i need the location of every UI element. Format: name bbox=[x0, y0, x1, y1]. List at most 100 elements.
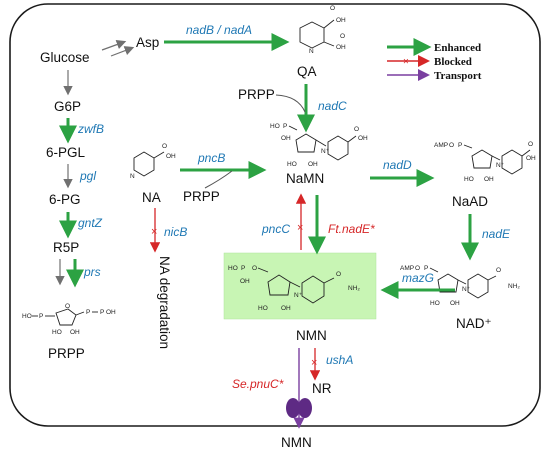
na-o: O bbox=[162, 143, 167, 150]
nad-oh: OH bbox=[450, 300, 460, 307]
bond bbox=[463, 144, 473, 149]
bond bbox=[257, 267, 269, 273]
transporter-right-lobe bbox=[298, 398, 312, 418]
6pg-label: 6-PG bbox=[49, 192, 81, 207]
enzyme-nade: nadE bbox=[482, 227, 511, 241]
arrow-glucose-asp-2 bbox=[110, 46, 135, 57]
enzyme-zwfb: zwfB bbox=[77, 122, 104, 136]
nmn-p-oh: OH bbox=[240, 278, 250, 285]
bond bbox=[491, 155, 501, 161]
arrow-glucose-asp-1 bbox=[101, 39, 127, 51]
prpp-mid-label: PRPP bbox=[183, 189, 220, 204]
bond bbox=[289, 281, 301, 288]
nad-co: O bbox=[496, 267, 501, 274]
namn-n-plus: N⁺ bbox=[321, 148, 330, 155]
naad-o: O bbox=[449, 142, 454, 149]
naad-ho: HO bbox=[464, 176, 474, 183]
nmn-oh2: OH bbox=[281, 305, 291, 312]
namn-pyridine-ring bbox=[327, 135, 349, 161]
prpp-ho-2: HO bbox=[52, 329, 62, 336]
prpp-oh-2: OH bbox=[70, 329, 80, 336]
prpp-p3: P bbox=[100, 309, 104, 316]
legend-blocked-label: Blocked bbox=[434, 56, 472, 68]
qa-o2: O bbox=[340, 33, 345, 40]
na-degradation-label: NA degradation bbox=[157, 256, 172, 349]
bond bbox=[153, 151, 165, 159]
nmn-n-plus: N⁺ bbox=[294, 292, 303, 299]
r5p-label: R5P bbox=[53, 240, 79, 255]
nad-n-plus: N⁺ bbox=[462, 286, 471, 293]
na-structure: N OH O bbox=[130, 143, 176, 180]
nad-pyridine-ring bbox=[467, 273, 489, 299]
bond bbox=[521, 149, 531, 157]
nad-amp: AMP bbox=[400, 265, 414, 272]
nmn-label: NMN bbox=[296, 328, 327, 343]
enzyme-prs: prs bbox=[83, 265, 101, 279]
naad-ribose-ring bbox=[471, 149, 493, 169]
namn-structure: HO P OH HO OH N⁺ OH O bbox=[270, 123, 368, 168]
namn-p-oh: OH bbox=[281, 135, 291, 142]
nad-p: P bbox=[424, 265, 428, 272]
prpp-ring-o: O bbox=[65, 303, 70, 310]
qa-label: QA bbox=[297, 64, 317, 79]
prpp-p1: P bbox=[39, 313, 43, 320]
bond bbox=[323, 41, 335, 47]
enzyme-nadb-nada: nadB / nadA bbox=[186, 23, 252, 37]
nmn-out-label: NMN bbox=[281, 435, 312, 450]
qa-oh1: OH bbox=[336, 17, 346, 24]
bond bbox=[75, 311, 85, 316]
blocked-cross-nicb: × bbox=[151, 226, 157, 238]
nmn-structure: HO P OH O HO OH N⁺ O NH₂ bbox=[228, 265, 360, 312]
nmn-p: P bbox=[241, 265, 245, 272]
bond bbox=[323, 277, 335, 284]
bond bbox=[487, 275, 497, 281]
namn-label: NaMN bbox=[286, 171, 324, 186]
bond bbox=[429, 267, 439, 273]
bond bbox=[457, 279, 467, 285]
namn-ribose-ring bbox=[295, 133, 317, 153]
nmn-po: O bbox=[252, 265, 257, 272]
glucose-label: Glucose bbox=[40, 50, 90, 65]
nad-structure: AMP O P HO OH N⁺ NH₂ O bbox=[400, 265, 520, 307]
prpp-structure: HO P O P P OH HO OH bbox=[22, 303, 116, 336]
naad-amp: AMP bbox=[434, 142, 448, 149]
prpp-oh: OH bbox=[106, 309, 116, 316]
blocked-cross-usha: × bbox=[311, 357, 317, 369]
enzyme-se-pnuc: Se.pnuC* bbox=[232, 377, 284, 391]
bond bbox=[288, 125, 298, 131]
naad-pyridine-ring bbox=[501, 149, 523, 175]
na-oh: OH bbox=[166, 153, 176, 160]
naad-n-plus: N⁺ bbox=[496, 162, 505, 169]
namn-co: O bbox=[354, 126, 359, 133]
nmn-nh2: NH₂ bbox=[348, 285, 360, 292]
nad-ho: HO bbox=[430, 300, 440, 307]
naad-structure: AMP O P HO OH N⁺ OH O bbox=[434, 141, 536, 183]
naad-oh: OH bbox=[484, 176, 494, 183]
bond bbox=[315, 139, 327, 147]
prpp-mid-curve bbox=[204, 170, 233, 189]
enzyme-gntz: gntZ bbox=[78, 216, 103, 230]
nmn-co: O bbox=[336, 271, 341, 278]
enzyme-pncc: pncC bbox=[261, 222, 290, 236]
nmn-highlight-box bbox=[223, 252, 377, 320]
enzyme-nadd: nadD bbox=[383, 158, 412, 172]
prpp-top-curve bbox=[275, 94, 306, 113]
na-ring-n: N bbox=[130, 173, 135, 180]
legend-transport-label: Transport bbox=[434, 70, 482, 82]
nmn-ho2: HO bbox=[258, 305, 268, 312]
qa-ring bbox=[299, 21, 325, 49]
nr-label: NR bbox=[312, 381, 332, 396]
na-label: NA bbox=[142, 190, 161, 205]
g6p-label: G6P bbox=[54, 99, 81, 114]
transporter-left-lobe bbox=[286, 398, 300, 418]
nmn-ribose-ring bbox=[267, 274, 291, 296]
prpp-ho: HO bbox=[22, 313, 32, 320]
pnuc-transporter bbox=[286, 398, 312, 418]
legend-enhanced-label: Enhanced bbox=[434, 42, 481, 54]
qa-ring-n: N bbox=[309, 48, 314, 55]
blocked-cross-pncc: × bbox=[297, 222, 303, 234]
namn-ho2: HO bbox=[287, 161, 297, 168]
prpp-left-label: PRPP bbox=[48, 346, 85, 361]
enzyme-mazg: mazG bbox=[402, 271, 434, 285]
